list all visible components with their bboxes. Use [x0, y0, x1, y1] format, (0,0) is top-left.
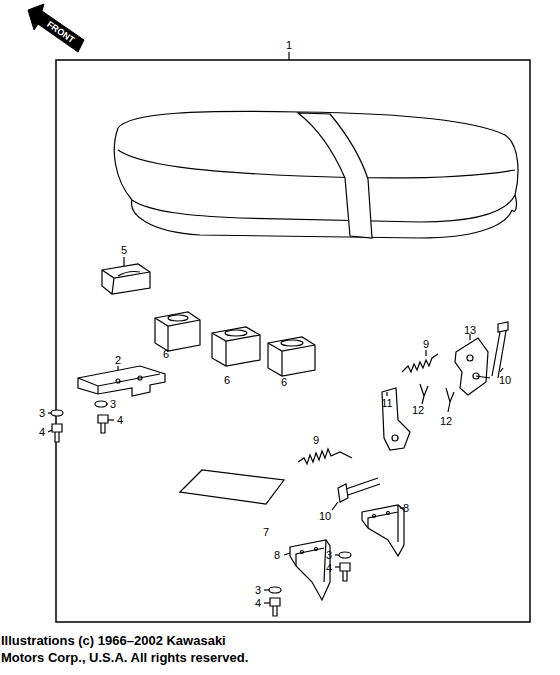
callout-number: 9 [313, 435, 319, 446]
callout-number: 6 [224, 375, 230, 386]
copyright-note: Motors Corp., U.S.A. All rights reserved… [1, 650, 248, 666]
copyright-note: Illustrations (c) 1966–2002 Kawasaki [1, 633, 226, 649]
callout-number: 4 [326, 563, 332, 574]
callout-number: 12 [412, 405, 424, 416]
callout-number: 3 [326, 550, 332, 561]
callout-number: 8 [403, 503, 409, 514]
callout-number: 6 [281, 377, 287, 388]
callout-number: 4 [39, 427, 45, 438]
callout-number: 5 [121, 245, 127, 256]
callout-number: 4 [255, 598, 261, 609]
callout-number: 12 [440, 416, 452, 427]
callout-number: 10 [319, 511, 331, 522]
callout-number: 1 [286, 40, 292, 51]
callout-number: 4 [117, 415, 123, 426]
front-arrow: FRONT [26, 2, 88, 58]
callout-number: 9 [423, 339, 429, 350]
callout-number: 8 [274, 550, 280, 561]
callout-number: 7 [263, 527, 269, 538]
callout-number: 3 [39, 408, 45, 419]
callout-number: 11 [381, 398, 392, 409]
callout-number: 3 [255, 585, 261, 596]
callout-number: 6 [163, 349, 169, 360]
callout-number: 2 [115, 355, 121, 366]
callout-number: 3 [110, 399, 116, 410]
callout-number: 13 [464, 325, 476, 336]
callout-number: 10 [499, 375, 511, 386]
